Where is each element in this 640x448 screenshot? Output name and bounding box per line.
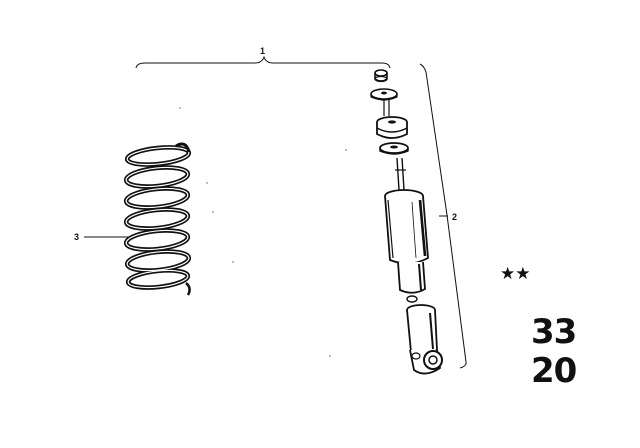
callout-2-label: 2: [452, 212, 457, 222]
rubber-bushing: [376, 116, 408, 139]
shock-absorber: [370, 69, 443, 375]
top-sleeve: [383, 100, 390, 116]
group-code-sub: 20: [531, 351, 577, 391]
bottom-eye-mount: [409, 349, 443, 375]
piston-rod: [395, 157, 406, 191]
lower-tube: [406, 304, 438, 356]
cylinder: [397, 261, 426, 303]
coil-spring: [123, 142, 192, 296]
callout-3: 3: [74, 232, 130, 242]
lower-washer: [379, 142, 409, 155]
stars-marker: ★★: [500, 264, 530, 284]
top-washer: [370, 88, 398, 101]
dust-cover: [384, 189, 429, 265]
top-nut: [374, 69, 388, 83]
callout-3-label: 3: [74, 232, 79, 242]
callout-2: 2: [419, 63, 467, 369]
callout-1-label: 1: [260, 46, 265, 56]
callout-1: 1: [135, 46, 391, 69]
group-code-main: 33: [531, 312, 576, 352]
group-code: 33 20: [531, 312, 578, 391]
scan-dots: [179, 107, 347, 357]
